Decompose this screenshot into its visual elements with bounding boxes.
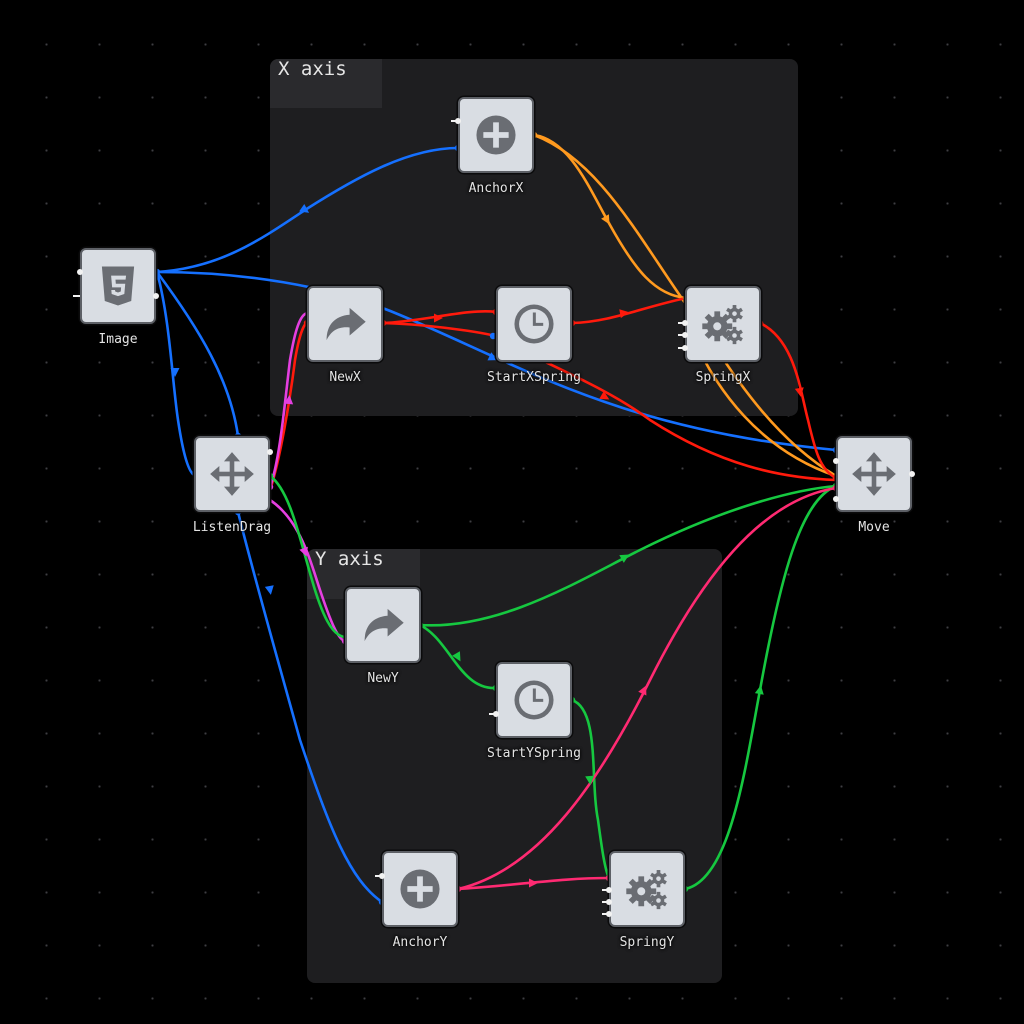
node-springx-box[interactable] [685,286,761,362]
wire-red-11 [570,296,688,325]
node-springx-input-stub-2 [678,334,685,336]
node-move-box[interactable] [836,436,912,512]
wire-magenta-15 [268,311,309,489]
node-springx-input-port-1[interactable] [682,320,688,326]
wire-direction-arrow-5 [601,214,610,225]
plus-circle-icon [400,869,440,909]
node-springx-label: SpringX [695,370,751,385]
wire-direction-arrow-6 [434,313,443,323]
wire-pink-23 [456,876,611,891]
node-anchorx-input-port[interactable] [455,118,461,124]
node-springy-input-stub-1 [602,889,609,891]
node-anchory-label: AnchorY [392,935,448,950]
share-arrow-icon [326,307,366,341]
node-move-label: Move [858,520,890,535]
node-newx-box[interactable] [307,286,383,362]
node-springy-box[interactable] [609,851,685,927]
wire-direction-arrow-15 [754,685,764,695]
node-move-input-port-1[interactable] [833,458,839,464]
clock-icon [514,680,554,720]
wire-direction-arrow-13 [619,554,630,563]
wire-red-12 [758,321,838,480]
node-move-input-port-2[interactable] [833,496,839,502]
node-image-box[interactable] [80,248,156,324]
gears-icon [626,870,667,910]
node-newx-label: NewX [329,370,361,385]
wire-pink-22 [456,486,838,891]
wire-green-19 [418,623,498,690]
node-image-label: Image [98,332,138,347]
node-springy-input-port-2[interactable] [606,899,612,905]
wire-blue-3 [155,270,198,478]
node-newy-label: NewY [367,671,399,686]
node-startxspring-box[interactable] [496,286,572,362]
node-springx-input-port-3[interactable] [682,345,688,351]
wire-green-18 [418,484,838,627]
wire-direction-arrow-7 [619,309,629,319]
wire-direction-arrow-16 [638,685,647,696]
node-image-input-port[interactable] [77,269,83,275]
node-startyspring-box[interactable] [496,662,572,738]
wire-direction-arrow-2 [170,368,180,377]
node-image-output-port[interactable] [153,293,159,299]
node-springy-input-stub-2 [602,901,609,903]
node-springx-input-port-2[interactable] [682,332,688,338]
wire-blue-4 [155,270,240,438]
node-listendrag-output-port-1[interactable] [267,449,273,455]
node-anchorx-input-stub [451,120,458,122]
wire-direction-arrow-11 [299,546,308,557]
gears-icon [702,305,743,345]
wire-blue-5 [236,510,384,904]
node-anchory-input-stub [375,875,382,877]
wire-direction-arrow-17 [529,878,538,888]
node-image-input-stub [73,295,80,297]
wire-direction-arrow-10 [284,395,294,405]
node-listendrag-box[interactable] [194,436,270,512]
wire-direction-arrow-1 [299,204,310,213]
node-startyspring-label: StartYSpring [487,746,581,761]
node-springy-input-stub-3 [602,913,609,915]
node-listendrag-label: ListenDrag [192,520,272,535]
node-anchorx-label: AnchorX [468,181,524,196]
wire-orange-6 [532,133,688,300]
group-x-axis-title[interactable]: X axis [270,59,382,108]
wire-endpoint-8[interactable] [489,332,497,340]
html5-icon [101,266,135,306]
wire-direction-arrow-3 [264,585,274,595]
node-springx-input-stub-3 [678,347,685,349]
node-startxspring-label: StartXSpring [487,370,581,385]
clock-icon [514,304,554,344]
wire-direction-arrow-8 [794,387,804,397]
move-arrows-icon [852,452,896,496]
node-anchory-box[interactable] [382,851,458,927]
node-springy-input-port-3[interactable] [606,911,612,917]
wire-blue-2 [155,270,838,452]
node-springy-label: SpringY [619,935,675,950]
node-springy-input-port-1[interactable] [606,887,612,893]
node-startyspring-input-port[interactable] [493,711,499,717]
wire-direction-arrow-14 [585,775,595,785]
node-startyspring-input-stub [489,713,496,715]
wire-red-13 [498,338,838,482]
wire-direction-arrow-4 [487,352,498,361]
wire-green-20 [570,698,611,880]
node-springx-input-stub-1 [678,322,685,324]
wire-red-10 [381,321,498,338]
plus-circle-icon [476,115,516,155]
node-anchory-input-port[interactable] [379,873,385,879]
wire-direction-arrow-9 [599,391,610,400]
move-arrows-icon [210,452,254,496]
node-anchorx-box[interactable] [458,97,534,173]
node-newy-box[interactable] [345,587,421,663]
share-arrow-icon [364,608,404,642]
node-move-output-port[interactable] [909,471,915,477]
wire-green-17 [268,474,347,639]
wire-direction-arrow-12 [452,651,461,662]
